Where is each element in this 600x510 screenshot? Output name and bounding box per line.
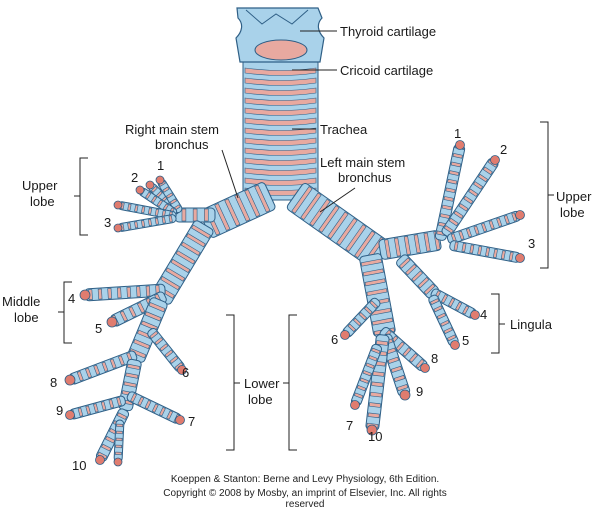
left-seg3-branch: [449, 240, 521, 263]
label-right-main-stem-line2: bronchus: [155, 137, 209, 152]
left-segment-2: 2: [500, 142, 507, 157]
right-seg9-tip: [65, 410, 75, 420]
tracheal-ring: [244, 67, 317, 76]
tracheal-ring: [244, 137, 317, 146]
label-left-upper-lobe-line1: Upper: [556, 189, 592, 204]
label-right-upper-lobe-line1: Upper: [22, 178, 58, 193]
label-right-middle-lobe-line1: Middle: [2, 294, 40, 309]
label-thyroid-cartilage: Thyroid cartilage: [340, 24, 436, 39]
left-seg10-tip: [366, 424, 378, 436]
right-seg6-branch: [147, 327, 185, 373]
right-seg2b-branch: [117, 201, 177, 220]
right-segment-8: 8: [50, 375, 57, 390]
left-segment-4: 4: [480, 307, 487, 322]
tracheal-ring: [244, 77, 317, 86]
left-upper-division: [378, 230, 442, 260]
label-left-upper-lobe-line2: lobe: [560, 205, 585, 220]
segment-numbers: 1 2 3 4 5 6 7 8 9 10 1 2 3 4 5 6 7 8 9 1…: [50, 126, 535, 473]
right-seg10b-branch: [113, 419, 125, 463]
tracheal-ring: [244, 127, 317, 136]
label-lingula: Lingula: [510, 317, 553, 332]
label-trachea: Trachea: [320, 122, 368, 137]
right-intermediate-bronchus: [151, 220, 214, 305]
label-left-main-stem-line2: bronchus: [338, 170, 392, 185]
right-segment-2: 2: [131, 170, 138, 185]
tracheal-ring: [244, 87, 317, 96]
right-seg2b-tip: [113, 200, 123, 210]
right-lower-bronchus: [127, 297, 168, 363]
left-seg4-tip: [470, 310, 480, 320]
label-right-upper-lobe-line2: lobe: [30, 194, 55, 209]
right-segment-3: 3: [104, 215, 111, 230]
left-segment-7: 7: [346, 418, 353, 433]
left-segment-8: 8: [431, 351, 438, 366]
right-seg8-tip: [64, 374, 76, 386]
right-segment-1: 1: [157, 158, 164, 173]
left-seg1-tip: [455, 140, 465, 150]
left-seg8-tip: [420, 363, 430, 373]
bronchial-tree: [64, 59, 525, 467]
right-seg7-branch: [126, 391, 182, 424]
thyroid-cartilage-shape: [235, 7, 325, 63]
label-right-main-stem-line1: Right main stem: [125, 122, 219, 137]
left-segment-6: 6: [331, 332, 338, 347]
credit-line-1: Koeppen & Stanton: Berne and Levy Physio…: [170, 474, 440, 485]
label-cricoid-cartilage: Cricoid cartilage: [340, 63, 433, 78]
label-lower-lobe-line2: lobe: [248, 392, 273, 407]
left-seg3-tip: [515, 253, 525, 263]
label-right-middle-lobe-line2: lobe: [14, 310, 39, 325]
right-seg10b-tip: [113, 457, 123, 467]
right-seg6-tip: [177, 365, 187, 375]
left-seg6-tip: [340, 330, 350, 340]
right-segment-4: 4: [68, 291, 75, 306]
left-segment-9: 9: [416, 384, 423, 399]
left-segment-3: 3: [528, 236, 535, 251]
right-seg2-tip: [135, 185, 145, 195]
right-seg1b-tip: [155, 175, 165, 185]
left-seg2-tip: [490, 155, 500, 165]
right-seg8-branch: [68, 350, 138, 385]
right-seg3-tip: [113, 223, 123, 233]
right-seg4-tip: [79, 289, 91, 301]
left-seg5-tip: [450, 340, 460, 350]
left-segment-5: 5: [462, 333, 469, 348]
leader-lines: [58, 30, 554, 451]
label-left-main-stem-line1: Left main stem: [320, 155, 405, 170]
label-lower-lobe-line1: Lower: [244, 376, 280, 391]
right-seg10-branch: [95, 408, 130, 462]
tracheal-ring: [244, 117, 317, 126]
left-lower-bronchus: [359, 253, 396, 337]
left-seg2b-tip: [515, 210, 525, 220]
tracheal-ring: [244, 167, 317, 176]
right-seg7-tip: [175, 415, 185, 425]
right-segment-6: 6: [182, 365, 189, 380]
right-seg1-tip: [145, 180, 155, 190]
tracheal-ring: [244, 147, 317, 156]
right-segment-7: 7: [188, 414, 195, 429]
right-segment-10: 10: [72, 458, 86, 473]
tracheal-ring: [244, 97, 317, 106]
left-segment-10: 10: [368, 429, 382, 444]
credit-line-2: Copyright © 2008 by Mosby, an imprint of…: [163, 488, 447, 510]
right-segment-5: 5: [95, 321, 102, 336]
left-seg9-tip: [399, 389, 411, 401]
left-segment-1: 1: [454, 126, 461, 141]
right-seg5-tip: [106, 316, 118, 328]
tracheal-ring: [244, 157, 317, 166]
left-seg2b-branch: [446, 210, 522, 245]
right-seg10-tip: [95, 455, 105, 465]
right-seg3-branch: [117, 214, 177, 232]
structure-labels: Thyroid cartilage Cricoid cartilage Trac…: [2, 24, 592, 407]
right-segment-9: 9: [56, 403, 63, 418]
tracheal-ring: [244, 107, 317, 116]
left-seg7-tip: [350, 400, 360, 410]
